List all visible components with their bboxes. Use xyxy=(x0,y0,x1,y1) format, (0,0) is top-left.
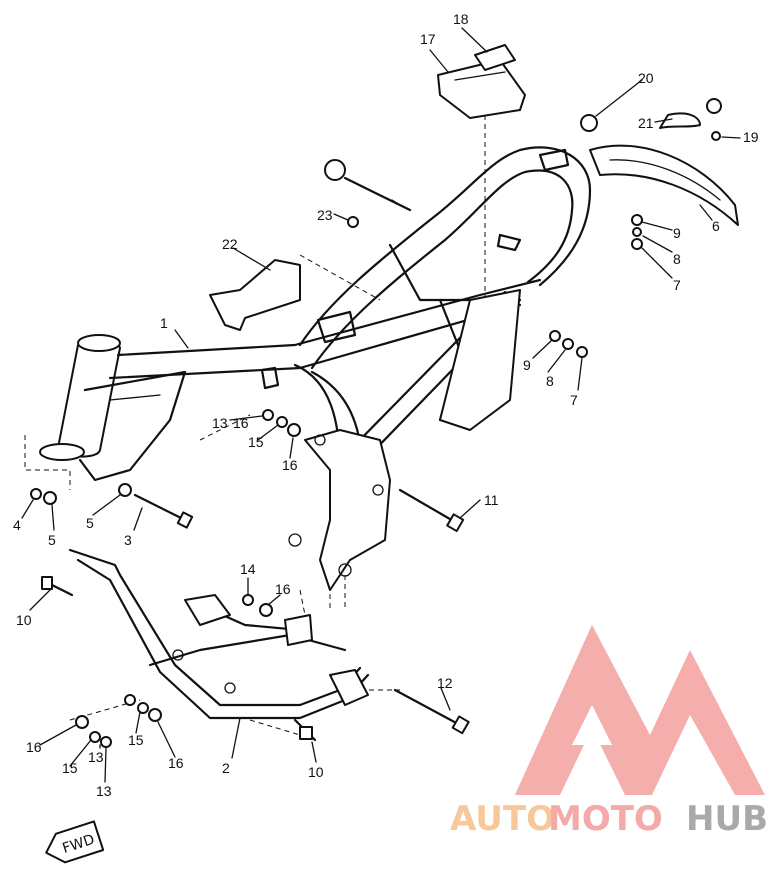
callout-17: 17 xyxy=(420,31,436,47)
watermark-hub: HUB xyxy=(686,799,768,839)
callout-16d: 16 xyxy=(168,755,184,771)
callout-10b: 10 xyxy=(308,764,324,780)
callout-14: 14 xyxy=(240,561,256,577)
callout-13b: 13 xyxy=(88,749,104,765)
watermark-logo xyxy=(515,625,765,795)
bolt-10-upper xyxy=(41,576,74,597)
bolt-12 xyxy=(393,688,470,735)
callout-13c: 13 xyxy=(96,783,112,799)
callout-21: 21 xyxy=(638,115,654,131)
callout-5b: 5 xyxy=(86,515,94,531)
callout-8b: 8 xyxy=(546,373,554,389)
callout-4: 4 xyxy=(13,517,21,533)
tool-tray xyxy=(437,44,526,119)
callout-7b: 7 xyxy=(570,392,578,408)
callout-15c: 15 xyxy=(128,732,144,748)
callout-labels: 1 2 3 4 5 5 6 7 7 8 8 9 9 10 10 11 12 13… xyxy=(13,11,759,799)
callout-12: 12 xyxy=(437,675,453,691)
rear-fender xyxy=(589,144,739,226)
callout-15b: 15 xyxy=(62,760,78,776)
callout-2: 2 xyxy=(222,760,230,776)
callout-9b: 9 xyxy=(523,357,531,373)
bracket-22 xyxy=(209,259,301,331)
callout-8a: 8 xyxy=(673,251,681,267)
callout-18: 18 xyxy=(453,11,469,27)
watermark-moto: MOTO xyxy=(548,799,663,839)
callout-3: 3 xyxy=(124,532,132,548)
callout-20: 20 xyxy=(638,70,654,86)
leader-lines xyxy=(21,27,741,783)
callout-6: 6 xyxy=(712,218,720,234)
callout-23: 23 xyxy=(317,207,333,223)
bolt-11 xyxy=(398,488,465,533)
callout-22: 22 xyxy=(222,236,238,252)
main-frame xyxy=(39,146,592,591)
fwd-direction-badge: FWD xyxy=(45,820,105,864)
callout-19: 19 xyxy=(743,129,759,145)
callout-7a: 7 xyxy=(673,277,681,293)
callout-5a: 5 xyxy=(48,532,56,548)
callout-15a: 15 xyxy=(248,434,264,450)
hardware-nuts-washers xyxy=(30,98,722,748)
callout-16b: 16 xyxy=(275,581,291,597)
bolt-10-lower xyxy=(293,718,317,742)
callout-16e: 16 xyxy=(233,415,249,431)
callout-16c: 16 xyxy=(26,739,42,755)
bolt-3 xyxy=(133,493,194,529)
watermark-text: AUTO MOTO HUB xyxy=(450,799,768,839)
callout-9a: 9 xyxy=(673,225,681,241)
callout-10a: 10 xyxy=(16,612,32,628)
callout-16a: 16 xyxy=(282,457,298,473)
watermark-auto: AUTO xyxy=(450,799,555,839)
callout-1: 1 xyxy=(160,315,168,331)
callout-13a: 13 xyxy=(212,415,228,431)
bolt-assembly-1 xyxy=(324,159,412,212)
callout-11: 11 xyxy=(484,492,499,508)
lower-cradle xyxy=(68,548,370,720)
